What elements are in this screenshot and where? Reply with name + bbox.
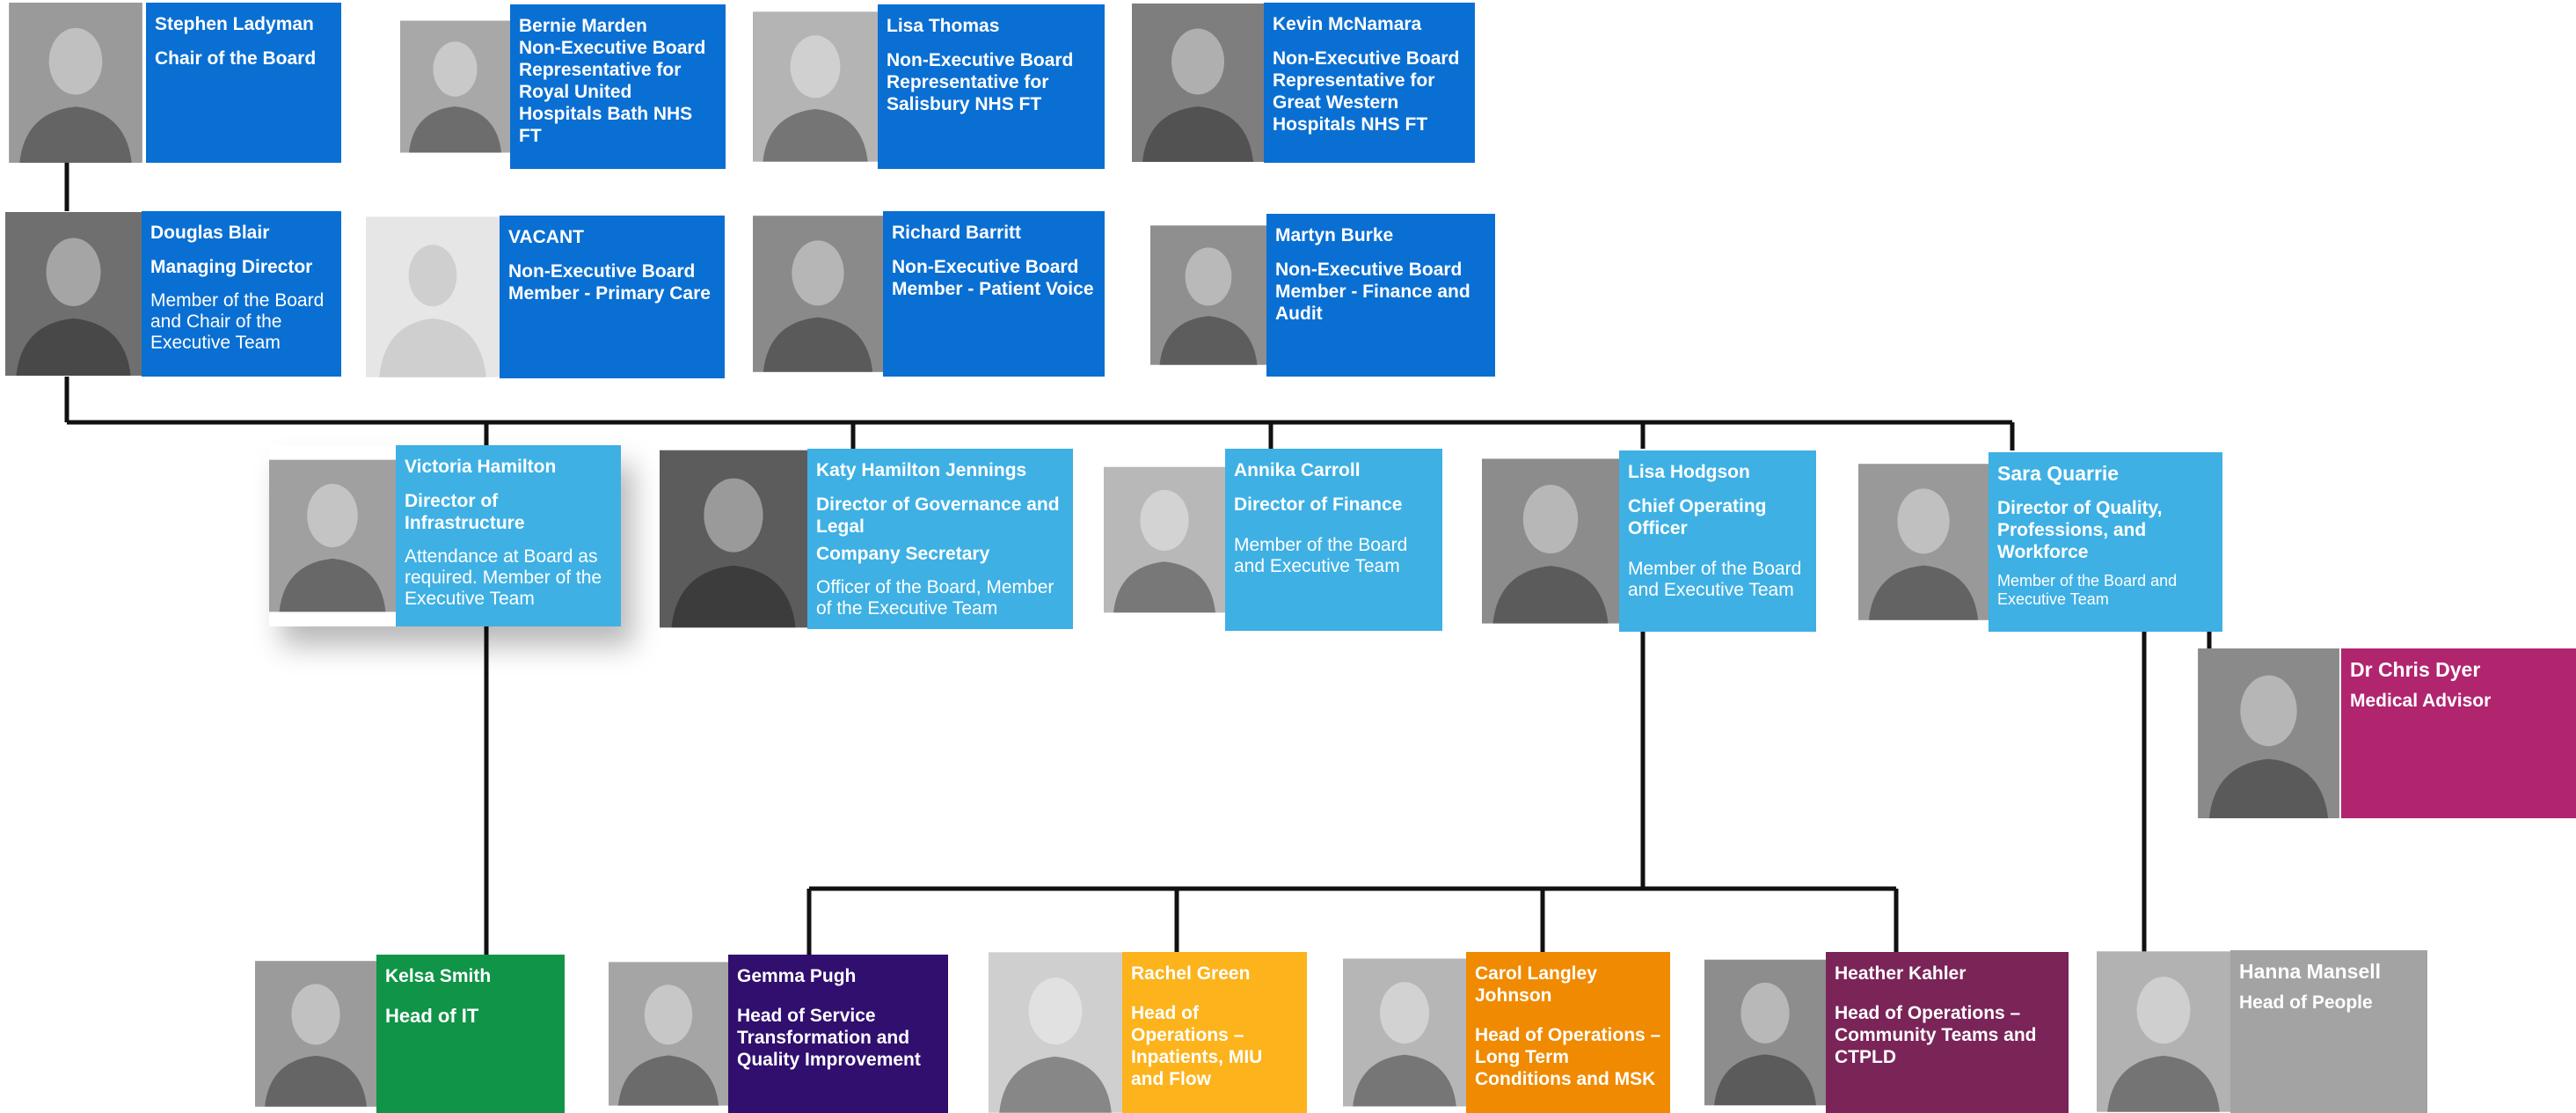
board-card-kevin-mcnamara: Kevin McNamara Non-Executive Board Repre…	[1132, 3, 1475, 163]
person-role: Non-Executive Board Representative for S…	[887, 50, 1074, 114]
person-role: Chief Operating Officer	[1628, 496, 1767, 538]
board-card-vacant: VACANT Non-Executive Board Member - Prim…	[366, 216, 725, 378]
person-role: Non-Executive Board Member - Patient Voi…	[892, 257, 1094, 299]
board-card-stephen-ladyman: Stephen Ladyman Chair of the Board	[5, 3, 341, 163]
person-role: Non-Executive Board Member - Finance and…	[1275, 260, 1470, 324]
exec-card-sara-quarrie: Sara Quarrie Director of Quality, Profes…	[1858, 452, 2222, 632]
head-card-carol-langley-johnson: Carol Langley Johnson Head of Operations…	[1343, 952, 1670, 1113]
person-name: Gemma Pugh	[737, 966, 857, 986]
portrait-photo	[609, 955, 728, 1113]
vacant-silhouette-icon	[366, 216, 500, 378]
person-name: Hanna Mansell	[2239, 960, 2382, 983]
person-name: Sara Quarrie	[1997, 462, 2120, 485]
advisor-card-chris-dyer: Dr Chris Dyer Medical Advisor	[2196, 648, 2576, 818]
person-role: Head of Operations – Inpatients, MIU and…	[1131, 1003, 1263, 1089]
exec-card-victoria-hamilton: Victoria Hamilton Director of Infrastruc…	[269, 445, 621, 626]
person-name: Lisa Hodgson	[1628, 462, 1750, 482]
board-card-martyn-burke: Martyn Burke Non-Executive Board Member …	[1150, 214, 1495, 377]
person-role: Head of Operations – Long Term Condition…	[1475, 1025, 1661, 1089]
person-role: Non-Executive Board Representative for G…	[1273, 48, 1460, 135]
person-name: Kelsa Smith	[385, 966, 492, 986]
portrait-photo	[1704, 952, 1826, 1113]
head-card-kelsa-smith: Kelsa Smith Head of IT	[255, 955, 565, 1113]
person-note: Attendance at Board as required. Member …	[405, 546, 602, 609]
portrait-photo	[660, 449, 807, 629]
person-name: Martyn Burke	[1275, 225, 1394, 245]
person-name: Annika Carroll	[1234, 460, 1361, 480]
person-name: Bernie Marden	[519, 16, 647, 36]
head-card-rachel-green: Rachel Green Head of Operations – Inpati…	[989, 952, 1307, 1113]
person-role: Head of People	[2239, 992, 2373, 1013]
board-card-richard-barritt: Richard Barritt Non-Executive Board Memb…	[753, 211, 1105, 377]
person-role: Chair of the Board	[155, 48, 317, 69]
portrait-photo	[269, 445, 396, 626]
portrait-photo	[753, 4, 878, 169]
person-name: Kevin McNamara	[1273, 14, 1422, 34]
exec-card-lisa-hodgson: Lisa Hodgson Chief Operating Officer Mem…	[1482, 450, 1816, 632]
person-role: Head of IT	[385, 1005, 479, 1027]
person-role: Medical Advisor	[2350, 691, 2492, 711]
person-note: Officer of the Board, Member of the Exec…	[816, 577, 1054, 619]
portrait-photo	[1104, 449, 1225, 631]
person-name: Victoria Hamilton	[405, 457, 557, 477]
portrait-photo	[1858, 452, 1989, 632]
person-role-secondary: Company Secretary	[816, 544, 990, 564]
person-name: Richard Barritt	[892, 223, 1022, 243]
head-card-heather-kahler: Heather Kahler Head of Operations – Comm…	[1704, 952, 2069, 1113]
portrait-photo	[1150, 214, 1266, 377]
person-name: Douglas Blair	[150, 223, 270, 243]
portrait-photo	[2196, 648, 2341, 818]
board-card-douglas-blair: Douglas Blair Managing Director Member o…	[5, 211, 341, 377]
person-role: Director of Governance and Legal	[816, 494, 1060, 537]
portrait-photo	[989, 952, 1122, 1113]
person-note: Member of the Board and Executive Team	[1234, 535, 1408, 576]
person-role: Head of Service Transformation and Quali…	[737, 1006, 921, 1070]
person-name: VACANT	[508, 227, 584, 247]
person-name: Stephen Ladyman	[155, 14, 314, 34]
head-card-gemma-pugh: Gemma Pugh Head of Service Transformatio…	[609, 955, 948, 1113]
portrait-photo	[753, 211, 883, 377]
person-role: Director of Finance	[1234, 494, 1403, 515]
person-role: Non-Executive Board Representative for R…	[519, 38, 706, 146]
person-note: Member of the Board and Executive Team	[1997, 572, 2178, 608]
portrait-photo	[2097, 950, 2230, 1113]
exec-card-annika-carroll: Annika Carroll Director of Finance Membe…	[1104, 449, 1442, 631]
person-name: Heather Kahler	[1835, 963, 1967, 984]
portrait-photo	[5, 211, 142, 377]
portrait-photo	[1343, 952, 1466, 1113]
portrait-photo	[400, 4, 510, 169]
person-role: Director of Quality, Professions, and Wo…	[1997, 498, 2163, 562]
board-card-lisa-thomas: Lisa Thomas Non-Executive Board Represen…	[753, 4, 1105, 169]
person-name: Lisa Thomas	[887, 16, 1000, 36]
portrait-photo	[1482, 450, 1619, 632]
portrait-photo	[1132, 3, 1264, 163]
person-note: Member of the Board and Executive Team	[1628, 559, 1802, 600]
person-role: Managing Director	[150, 257, 313, 277]
person-name: Rachel Green	[1131, 963, 1251, 984]
person-role: Director of Infrastructure	[405, 491, 525, 533]
person-name: Dr Chris Dyer	[2350, 658, 2481, 681]
portrait-photo	[255, 955, 376, 1113]
portrait-photo	[5, 3, 146, 163]
person-role: Head of Operations – Community Teams and…	[1835, 1003, 2037, 1067]
person-name: Carol Langley Johnson	[1475, 963, 1597, 1006]
board-card-bernie-marden: Bernie Marden Non-Executive Board Repres…	[400, 4, 726, 169]
head-card-hanna-mansell: Hanna Mansell Head of People	[2097, 950, 2427, 1113]
exec-card-katy-hamilton-jennings: Katy Hamilton Jennings Director of Gover…	[660, 449, 1073, 629]
person-name: Katy Hamilton Jennings	[816, 460, 1027, 480]
person-role: Non-Executive Board Member - Primary Car…	[508, 261, 711, 304]
person-note: Member of the Board and Chair of the Exe…	[150, 290, 325, 353]
